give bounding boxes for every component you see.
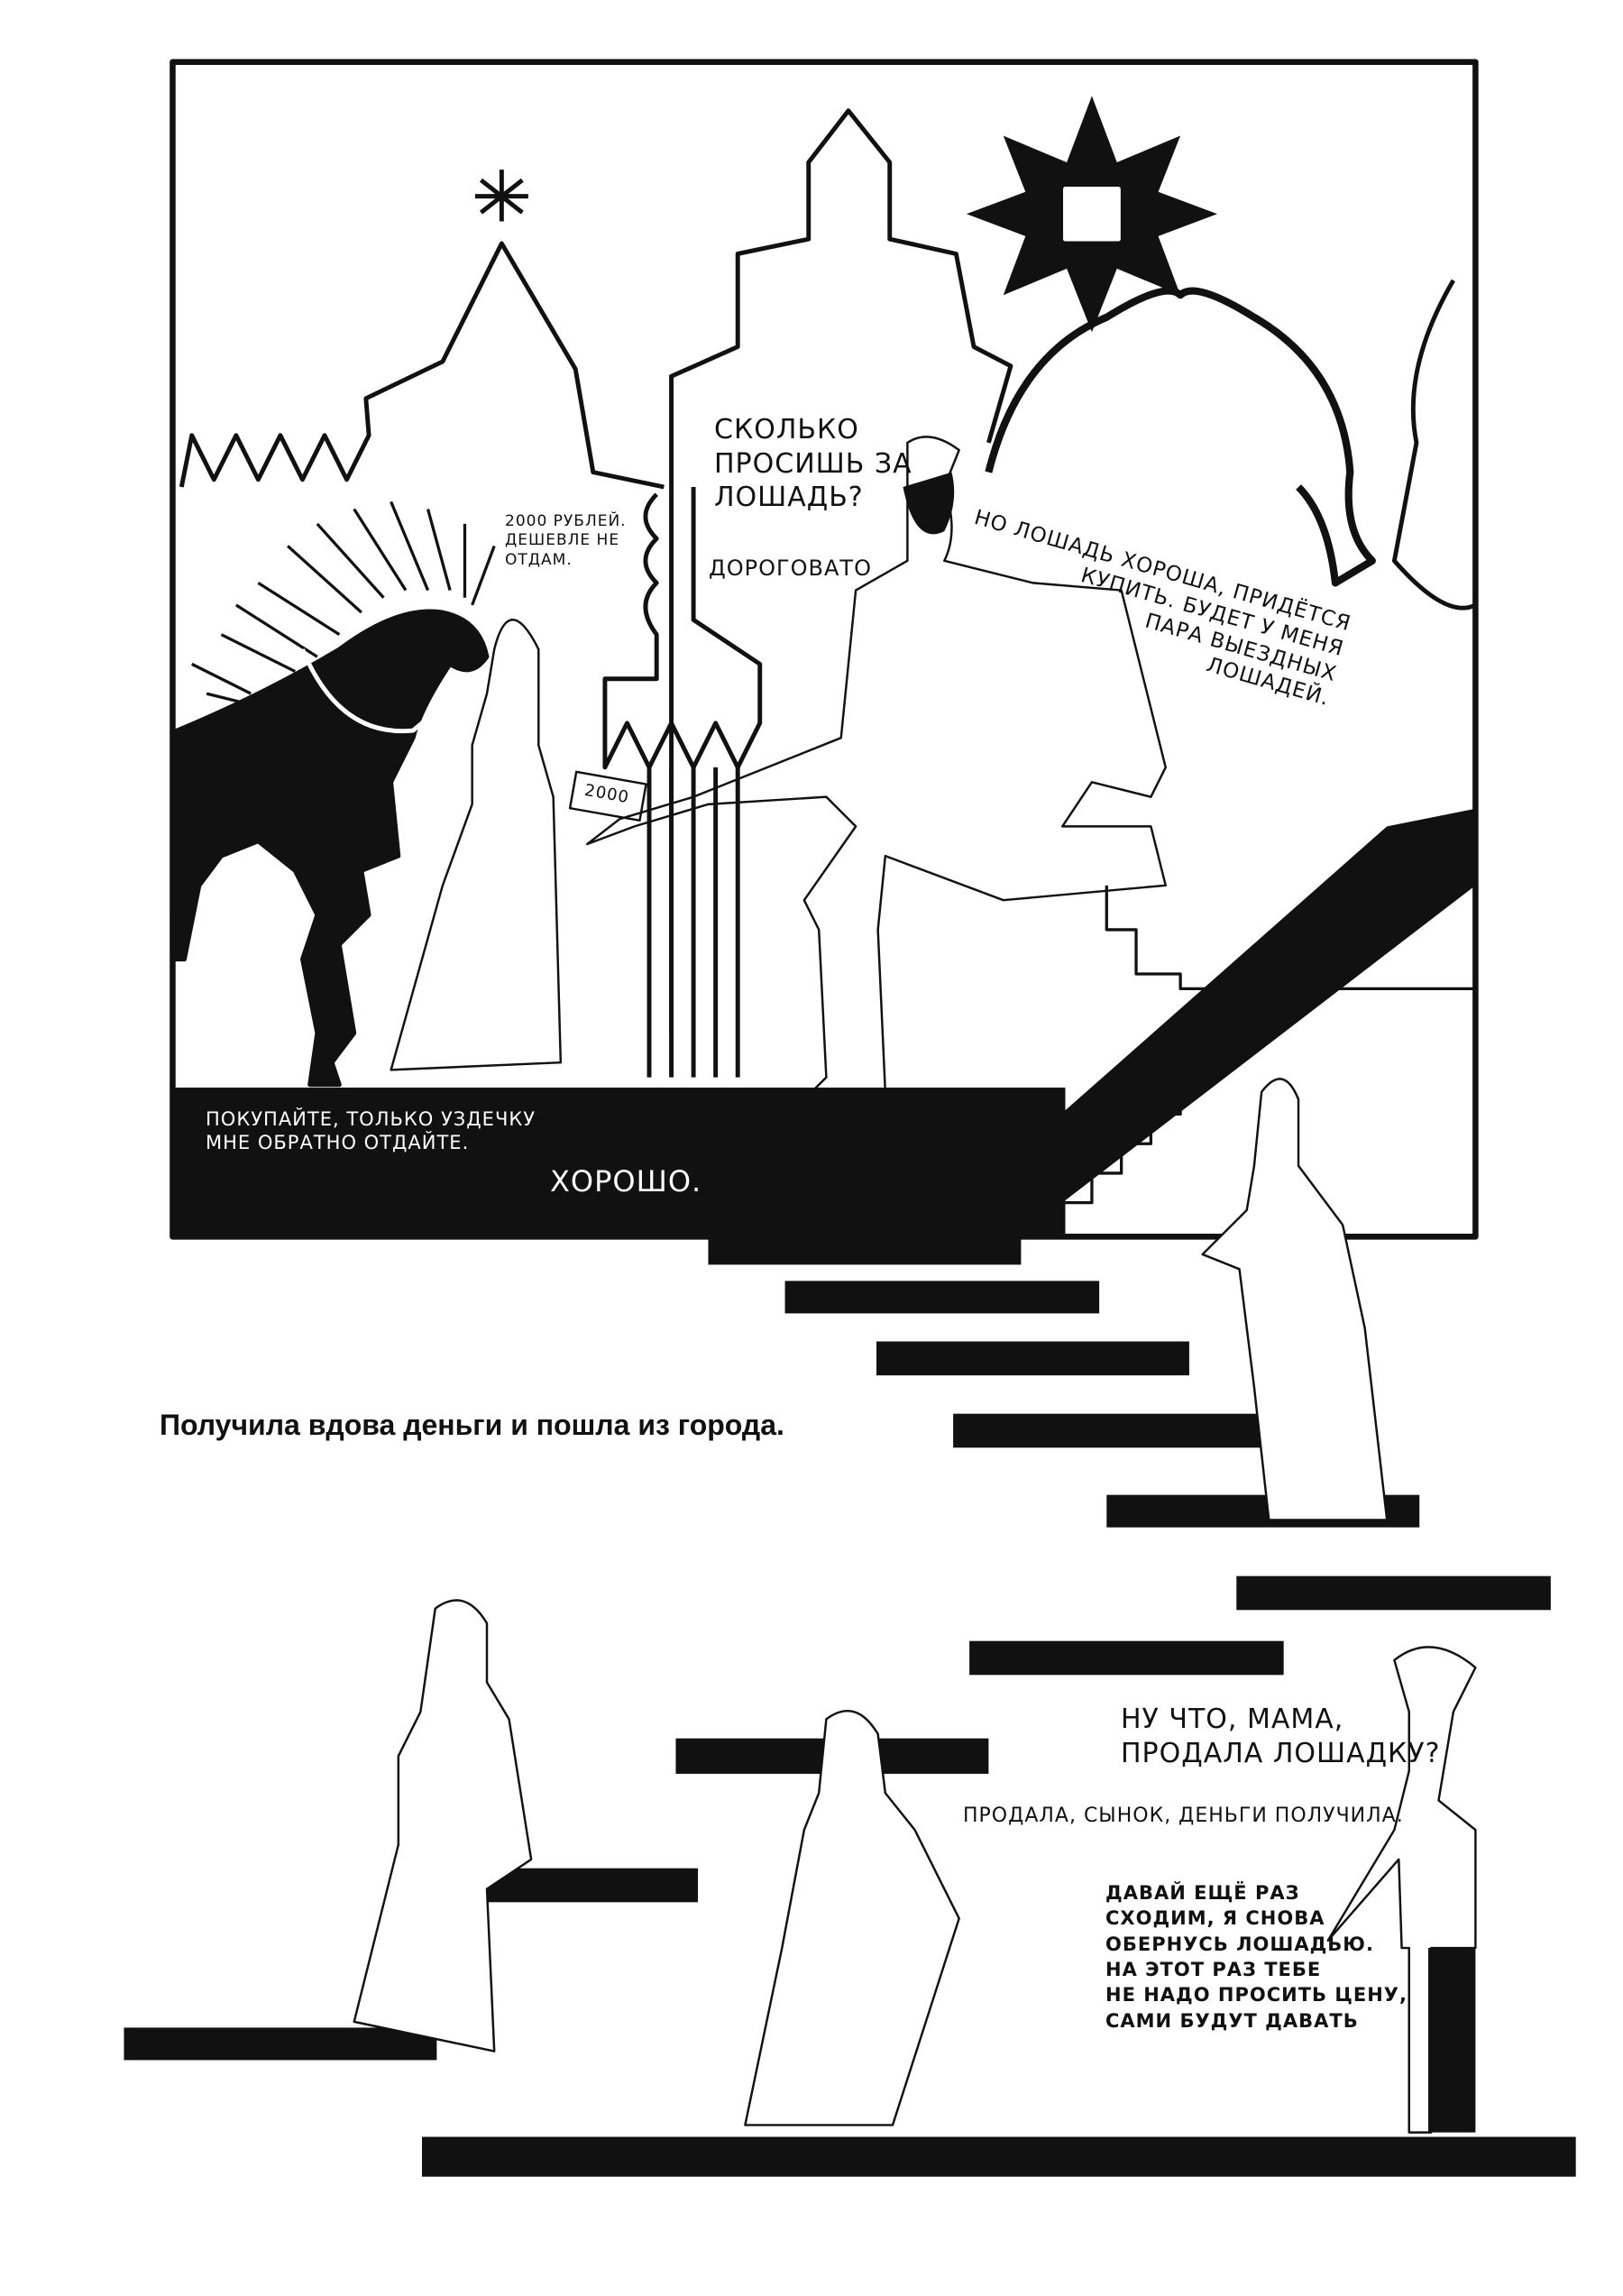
star-icon — [474, 170, 528, 222]
church-left — [179, 241, 665, 490]
bridle — [300, 648, 489, 734]
speech-buyer-remark: Дороговато — [709, 556, 872, 581]
speech-mother-answer: Продала, сынок, деньги получила. — [963, 1805, 1404, 1827]
horse — [170, 501, 496, 1088]
ground-band — [172, 1088, 1066, 1237]
speech-buyer-agree: Хорошо. — [550, 1164, 702, 1199]
speech-seller-condition: Покупайте, только уздечку мне обратно от… — [206, 1108, 536, 1154]
banknote — [568, 770, 647, 822]
mother-figure — [390, 619, 563, 1071]
speech-buyer-question: Сколько просишь за лошадь? — [714, 414, 912, 513]
mother-walking-2 — [353, 1599, 533, 2053]
speech-seller-price: 2000 рублей. Дешевле не отдам. — [505, 512, 627, 569]
staircase-steps — [1060, 877, 1476, 1237]
speech-son-proposal: Давай ещё раз сходим, я снова обернусь л… — [1105, 1882, 1408, 2032]
speech-son-question: Ну что, мама, продала лошадку? — [1121, 1704, 1441, 1769]
staircase-diagonal — [922, 808, 1476, 1237]
onion-dome — [985, 287, 1376, 587]
narration-caption: Получила вдова деньги и пошла из города. — [160, 1409, 784, 1441]
mother-walking-1 — [1201, 1078, 1389, 1521]
merchant-figure — [586, 436, 1167, 1123]
church-tower — [669, 108, 1013, 1033]
son-figure — [1326, 1646, 1477, 2134]
mother-walking-3 — [744, 1710, 960, 2126]
